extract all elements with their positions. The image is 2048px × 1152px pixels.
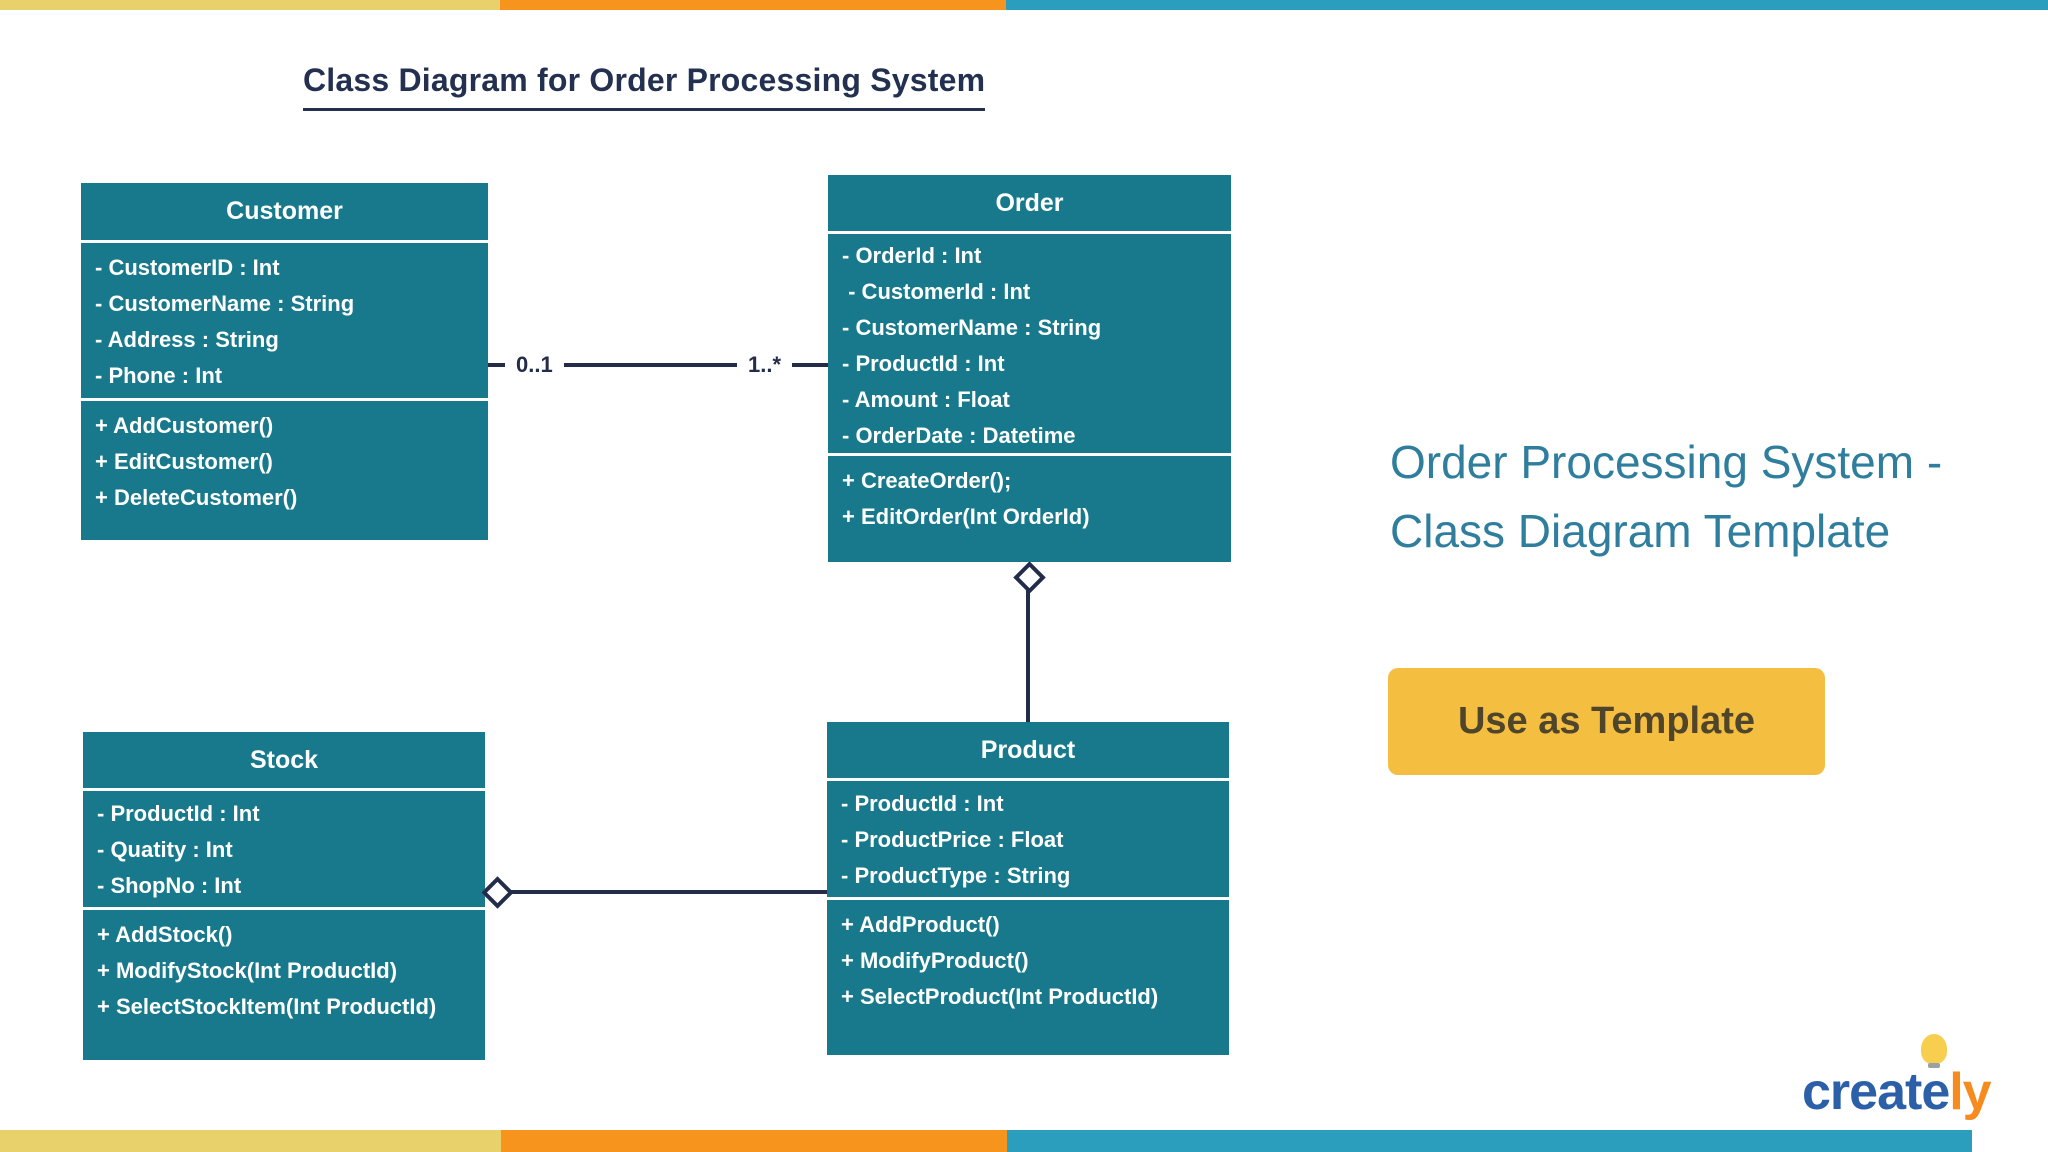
- lightbulb-icon: [1920, 1034, 1947, 1064]
- class-method-row: + ModifyStock(Int ProductId): [97, 958, 398, 983]
- class-attributes-product: - ProductId : Int - ProductPrice : Float -…: [827, 778, 1229, 897]
- class-method-row: + EditCustomer(): [95, 449, 273, 474]
- class-attributes-stock: - ProductId : Int - Quatity : Int - ShopNo…: [83, 788, 485, 907]
- bottom-bar-orange-segment: [501, 1130, 1007, 1152]
- class-attribute-row: - ProductId : Int: [842, 351, 1005, 376]
- class-attribute-row: - CustomerName : String: [95, 291, 355, 316]
- bottom-bar-yellow-segment: [0, 1130, 501, 1152]
- class-title-order: Order: [995, 188, 1064, 217]
- class-attribute-row: - OrderDate : Datetime: [842, 423, 1076, 448]
- class-box-stock: Stock - ProductId : Int- Quatity : Int- …: [83, 732, 485, 1060]
- multiplicity-label-order-end: 1..*: [737, 351, 793, 379]
- class-method-row: + DeleteCustomer(): [95, 485, 298, 510]
- class-attribute-row: - ShopNo : Int: [97, 873, 242, 898]
- association-line-customer-order: [488, 363, 828, 367]
- multiplicity-label-customer-end: 0..1: [505, 351, 564, 379]
- class-method-row: + SelectStockItem(Int ProductId): [97, 994, 437, 1019]
- bottom-bar-teal-segment: [1007, 1130, 1972, 1152]
- class-title-customer: Customer: [226, 197, 343, 225]
- top-accent-bar: [0, 0, 2048, 10]
- class-attribute-row: - CustomerID : Int: [95, 255, 280, 280]
- promo-heading-line1: Order Processing System -: [1390, 436, 1943, 488]
- creately-logo-text-ly: ly: [1949, 1063, 1991, 1121]
- class-methods-order: + CreateOrder(); + EditOrder(Int OrderId): [828, 453, 1231, 562]
- promo-heading: Order Processing System - Class Diagram …: [1390, 428, 1942, 566]
- aggregation-line-stock-product: [509, 890, 827, 894]
- class-attribute-row: - ProductId : Int: [97, 801, 260, 826]
- class-title-stock: Stock: [249, 745, 319, 774]
- lightbulb-base-icon: [1927, 1063, 1940, 1068]
- bottom-accent-bar: [0, 1130, 1972, 1152]
- class-attribute-row: - CustomerId : Int: [842, 279, 1031, 304]
- creately-logo[interactable]: creately: [1802, 1034, 1992, 1121]
- top-bar-orange-segment: [500, 0, 1006, 10]
- class-methods-product: + AddProduct() + ModifyProduct() + SelectP…: [827, 897, 1229, 1055]
- diagram-title: Class Diagram for Order Processing Syste…: [303, 62, 986, 111]
- class-box-product: Product - ProductId : Int - ProductPrice …: [827, 722, 1229, 1055]
- class-method-row: + AddStock(): [97, 922, 233, 947]
- class-attribute-row: - Quatity : Int: [97, 837, 233, 862]
- class-attribute-row: - OrderId : Int: [842, 243, 982, 268]
- class-attribute-row: - Phone : Int: [95, 363, 223, 388]
- class-attribute-row: - CustomerName : String: [842, 315, 1102, 340]
- class-method-row: + EditOrder(Int OrderId): [842, 504, 1090, 529]
- creately-logo-text-create: create: [1802, 1063, 1950, 1121]
- class-methods-customer: + AddCustomer() + EditCustomer() + DeleteC…: [81, 398, 488, 540]
- class-attribute-row: - Amount : Float: [842, 387, 1010, 412]
- class-methods-stock: + AddStock() + ModifyStock(Int ProductId)…: [83, 907, 485, 1060]
- class-attribute-row: - Address : String: [95, 327, 279, 352]
- aggregation-line-order-product: [1026, 590, 1030, 722]
- top-bar-yellow-segment: [0, 0, 500, 10]
- class-attribute-row: - ProductPrice : Float: [841, 827, 1064, 852]
- class-attribute-row: - ProductType : String: [841, 863, 1071, 888]
- class-box-customer: Customer - CustomerID : Int - CustomerNam…: [81, 183, 488, 540]
- class-method-row: + AddCustomer(): [95, 413, 274, 438]
- promo-heading-line2: Class Diagram Template: [1390, 505, 1891, 557]
- class-method-row: + ModifyProduct(): [841, 948, 1029, 973]
- use-as-template-button[interactable]: Use as Template: [1388, 668, 1825, 775]
- class-method-row: + AddProduct(): [841, 912, 1000, 937]
- class-title-product: Product: [980, 735, 1076, 764]
- class-attributes-customer: - CustomerID : Int - CustomerName : Strin…: [81, 240, 488, 398]
- class-method-row: + CreateOrder();: [842, 468, 1012, 493]
- aggregation-diamond-order: [1013, 561, 1046, 594]
- class-attributes-order: - OrderId : Int - CustomerId : Int - Cust…: [828, 231, 1231, 453]
- top-bar-teal-segment: [1006, 0, 2048, 10]
- class-attribute-row: - ProductId : Int: [841, 791, 1004, 816]
- class-box-order: Order - OrderId : Int - CustomerId : Int…: [828, 175, 1231, 562]
- class-method-row: + SelectProduct(Int ProductId): [841, 984, 1159, 1009]
